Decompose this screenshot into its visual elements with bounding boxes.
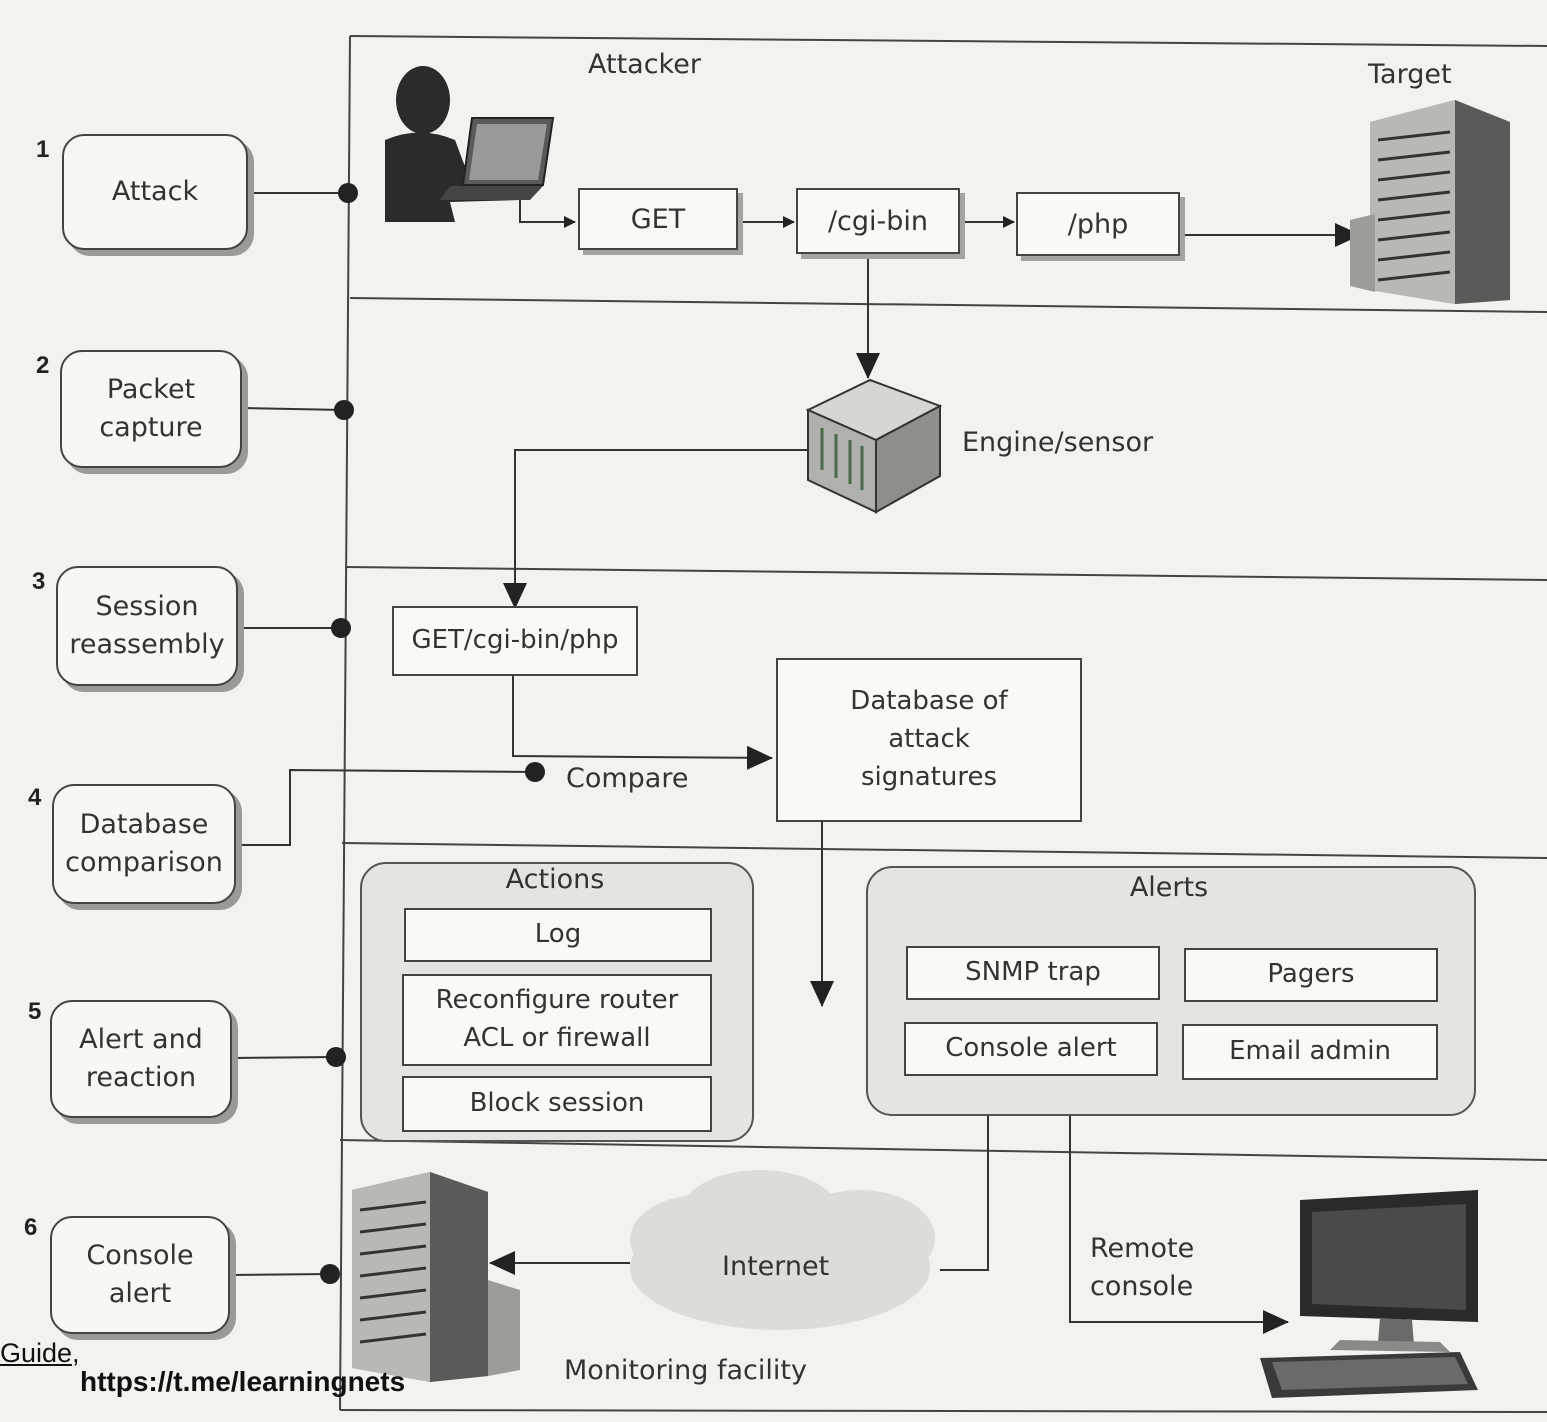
engine-sensor-icon: [805, 378, 943, 514]
alerts-title: Alerts: [1129, 872, 1209, 903]
reassembled-request: GET/cgi-bin/php: [392, 606, 638, 676]
step-number-3: 3: [32, 568, 46, 595]
flow-php: /php: [1016, 192, 1180, 256]
attacker-label: Attacker: [588, 49, 701, 80]
watermark-url: https://t.me/learningnets: [80, 1366, 406, 1397]
internet-cloud-icon: [630, 1170, 935, 1330]
flow-cgi-bin: /cgi-bin: [796, 188, 960, 254]
engine-sensor-label: Engine/sensor: [962, 427, 1154, 458]
remote-console-label: Remote console: [1090, 1233, 1195, 1302]
alert-email-admin: Email admin: [1182, 1024, 1438, 1080]
actions-title: Actions: [505, 864, 605, 895]
action-log: Log: [404, 908, 712, 962]
monitoring-building-icon: [352, 1172, 520, 1382]
step-console-alert: Console alert: [50, 1216, 230, 1334]
step-attack: Attack: [62, 134, 248, 250]
signature-database: Database of attack signatures: [776, 658, 1082, 822]
step-number-6: 6: [24, 1214, 38, 1241]
flow-get: GET: [578, 188, 738, 250]
target-building-icon: [1350, 100, 1510, 304]
action-block-session: Block session: [402, 1076, 712, 1132]
attacker-icon: [385, 66, 555, 222]
step-number-5: 5: [28, 998, 42, 1025]
connector-dots: [320, 183, 545, 1284]
lane-frame: [339, 35, 1547, 1413]
compare-label: Compare: [566, 763, 689, 794]
monitoring-facility-label: Monitoring facility: [564, 1355, 807, 1386]
watermark-partial: Guide,: [0, 1338, 80, 1368]
step-number-1: 1: [36, 136, 50, 163]
alert-console: Console alert: [904, 1022, 1158, 1076]
step-connectors: [229, 192, 536, 1276]
alert-snmp-trap: SNMP trap: [906, 946, 1160, 1000]
step-number-2: 2: [36, 352, 50, 379]
step-packet-capture: Packet capture: [60, 350, 242, 468]
internet-label: Internet: [722, 1251, 830, 1282]
step-alert-and-reaction: Alert and reaction: [50, 1000, 232, 1118]
step-session-reassembly: Session reassembly: [56, 566, 238, 686]
alert-pagers: Pagers: [1184, 948, 1438, 1002]
step-number-4: 4: [28, 784, 42, 811]
step-database-comparison: Database comparison: [52, 784, 236, 904]
remote-console-icon: [1260, 1190, 1478, 1398]
action-reconfigure: Reconfigure router ACL or firewall: [402, 974, 712, 1066]
target-label: Target: [1368, 59, 1452, 90]
